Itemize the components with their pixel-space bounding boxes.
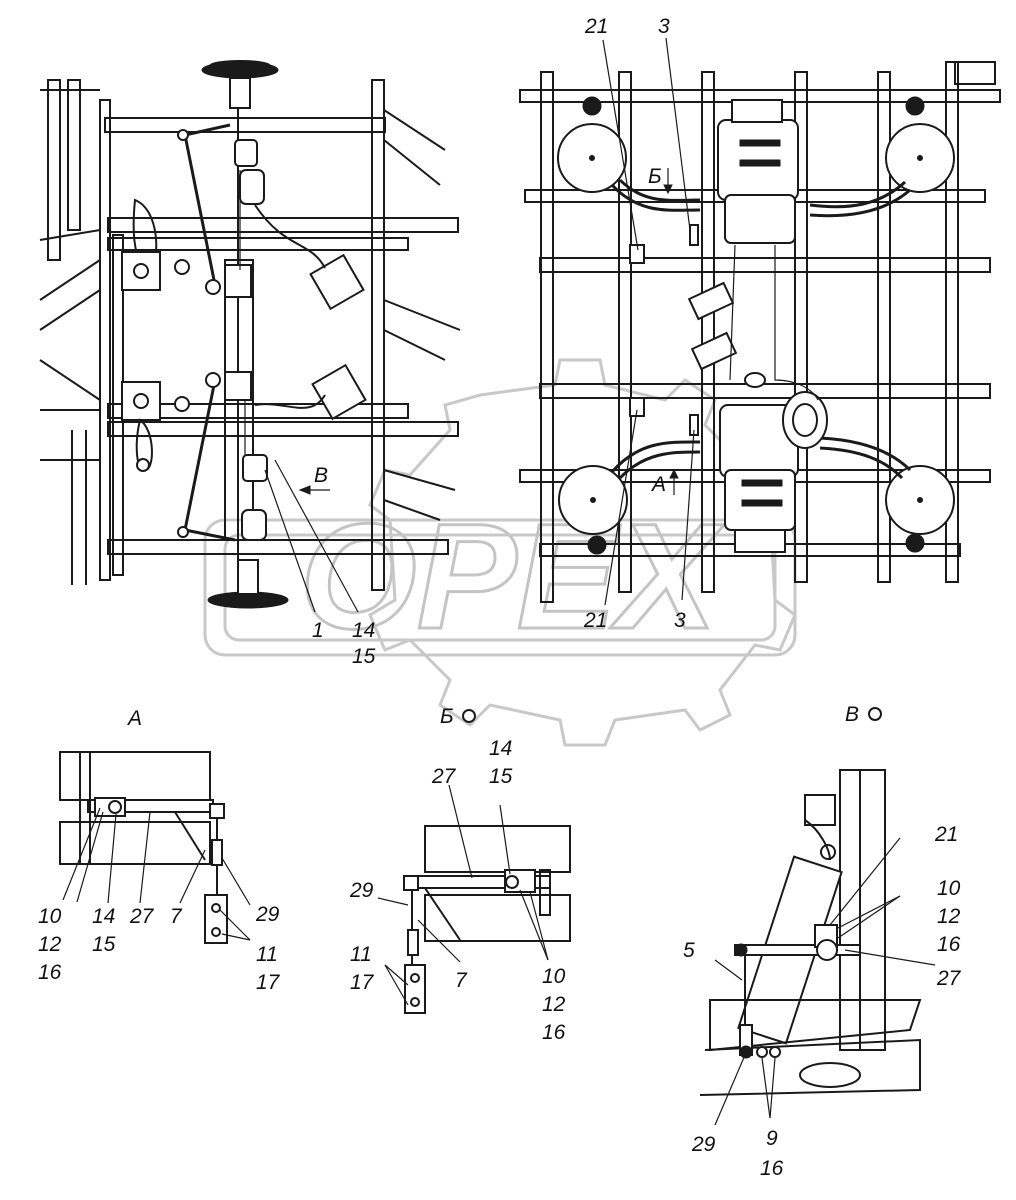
view-a-callout-27: 27	[130, 905, 154, 928]
view-a-callout-7: 7	[170, 905, 182, 928]
view-a-callout-17: 17	[256, 971, 280, 994]
view-v-callout-10: 10	[937, 877, 961, 900]
watermark-gear	[203, 358, 797, 747]
callout-1: 1	[312, 619, 324, 642]
view-arrow-b: Б	[648, 165, 662, 188]
view-a-callout-15: 15	[92, 933, 116, 956]
view-v-callout-21: 21	[935, 823, 959, 846]
view-v-callout-16: 16	[937, 933, 961, 956]
view-a-callout-10: 10	[38, 905, 62, 928]
view-title-v: В	[845, 703, 860, 726]
chassis-right-view	[519, 37, 1001, 606]
view-arrow-a: А	[652, 473, 667, 496]
view-v-callout-16b: 16	[760, 1157, 784, 1180]
view-b-callout-15: 15	[489, 765, 513, 788]
view-a-callout-12: 12	[38, 933, 62, 956]
view-arrow-v: В	[314, 464, 329, 487]
view-v-callout-12: 12	[937, 905, 961, 928]
view-b-callout-29: 29	[350, 879, 374, 902]
chassis-left-view	[39, 60, 461, 613]
view-b-detail	[377, 709, 571, 1014]
view-v-callout-29: 29	[692, 1133, 716, 1156]
view-a-callout-29: 29	[256, 903, 280, 926]
view-b-callout-7: 7	[455, 969, 467, 992]
view-title-a: А	[128, 707, 143, 730]
callout-21-top: 21	[585, 15, 609, 38]
view-b-callout-12: 12	[542, 993, 566, 1016]
view-a-callout-14: 14	[92, 905, 116, 928]
view-b-callout-16: 16	[542, 1021, 566, 1044]
view-a-detail	[59, 751, 251, 944]
callout-21-bottom: 21	[584, 609, 608, 632]
view-title-b: Б	[440, 705, 454, 728]
callout-3-bottom: 3	[674, 609, 686, 632]
view-a-callout-16: 16	[38, 961, 62, 984]
view-v-callout-27: 27	[937, 967, 961, 990]
callout-15: 15	[352, 645, 376, 668]
view-b-callout-17: 17	[350, 971, 374, 994]
view-b-callout-14: 14	[489, 737, 513, 760]
watermark-text: ОРЕХ	[300, 492, 725, 660]
view-v-detail	[699, 707, 936, 1126]
view-v-callout-9: 9	[766, 1127, 778, 1150]
view-b-callout-10: 10	[542, 965, 566, 988]
callout-14: 14	[352, 619, 376, 642]
callout-3-top: 3	[658, 15, 670, 38]
view-b-callout-11: 11	[350, 943, 372, 966]
view-b-callout-27: 27	[432, 765, 456, 788]
view-v-callout-5: 5	[683, 939, 695, 962]
view-a-callout-11: 11	[256, 943, 278, 966]
